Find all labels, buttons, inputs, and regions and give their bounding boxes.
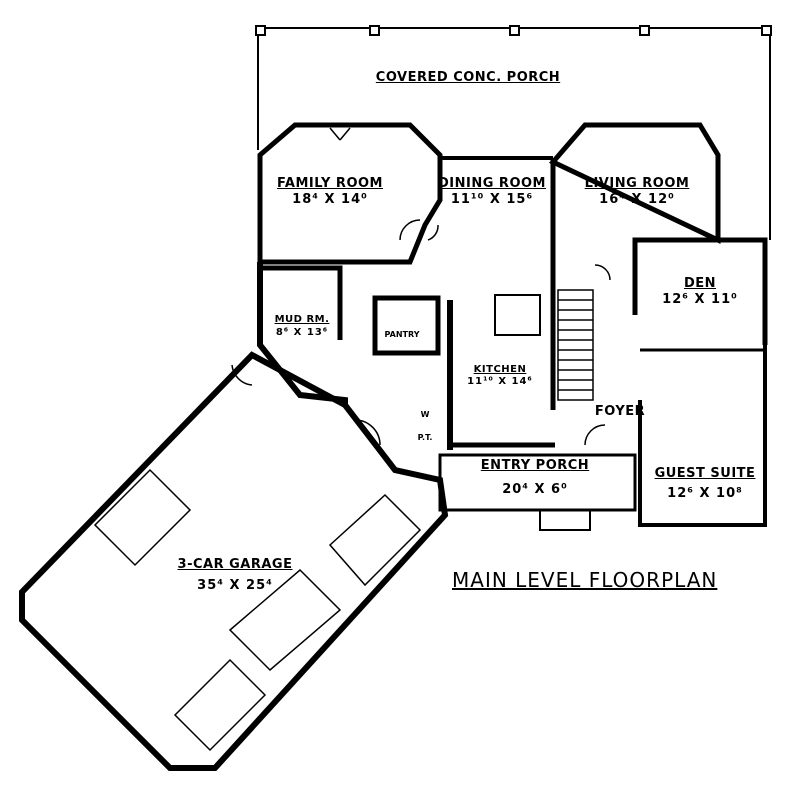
- garage-label: 3-CAR GARAGE: [177, 557, 293, 572]
- garage-dim: 35⁴ X 25⁴: [197, 578, 273, 593]
- entry-porch-label: ENTRY PORCH: [480, 458, 590, 473]
- washer-label: W: [420, 410, 430, 419]
- pantry-label: PANTRY: [384, 330, 420, 339]
- dining-room-label: DINING ROOM: [438, 176, 546, 191]
- den-outline: [632, 237, 768, 345]
- garage-outline: [19, 351, 449, 771]
- family-room-dim: 18⁴ X 14⁰: [292, 192, 368, 207]
- den-label: DEN: [683, 276, 717, 291]
- kitchen-label: KITCHEN: [473, 364, 527, 375]
- family-room-bay: [257, 122, 443, 265]
- entry-steps: [539, 509, 591, 531]
- mud-room-wall: [262, 265, 343, 340]
- dining-room-dim: 11¹⁰ X 15⁶: [450, 192, 534, 207]
- entry-porch-dim: 20⁴ X 6⁰: [502, 482, 568, 497]
- garage-parking-outlines: [93, 468, 422, 752]
- living-room-bay: [548, 122, 721, 244]
- stairs: [557, 289, 594, 401]
- mud-room-dim: 8⁶ X 13⁶: [275, 327, 329, 338]
- living-room-dim: 16⁴ X 12⁰: [599, 192, 675, 207]
- guest-outline: [638, 345, 767, 527]
- doors: [231, 127, 611, 446]
- pt-label: P.T.: [417, 433, 433, 442]
- den-dim: 12⁶ X 11⁰: [662, 292, 738, 307]
- pantry-walls: [372, 295, 441, 356]
- porch-posts: [255, 25, 772, 36]
- porch-label: COVERED CONC. PORCH: [375, 70, 561, 85]
- plan-title: MAIN LEVEL FLOORPLAN: [452, 568, 718, 592]
- kitchen-island: [494, 294, 541, 336]
- guest-suite-label: GUEST SUITE: [654, 466, 756, 481]
- mud-room-label: MUD RM.: [274, 314, 330, 325]
- kitchen-dim: 11¹⁰ X 14⁶: [467, 376, 533, 387]
- guest-suite-dim: 12⁶ X 10⁸: [667, 486, 743, 501]
- foyer-label: FOYER: [594, 404, 646, 419]
- living-room-label: LIVING ROOM: [584, 176, 690, 191]
- family-room-label: FAMILY ROOM: [277, 176, 383, 191]
